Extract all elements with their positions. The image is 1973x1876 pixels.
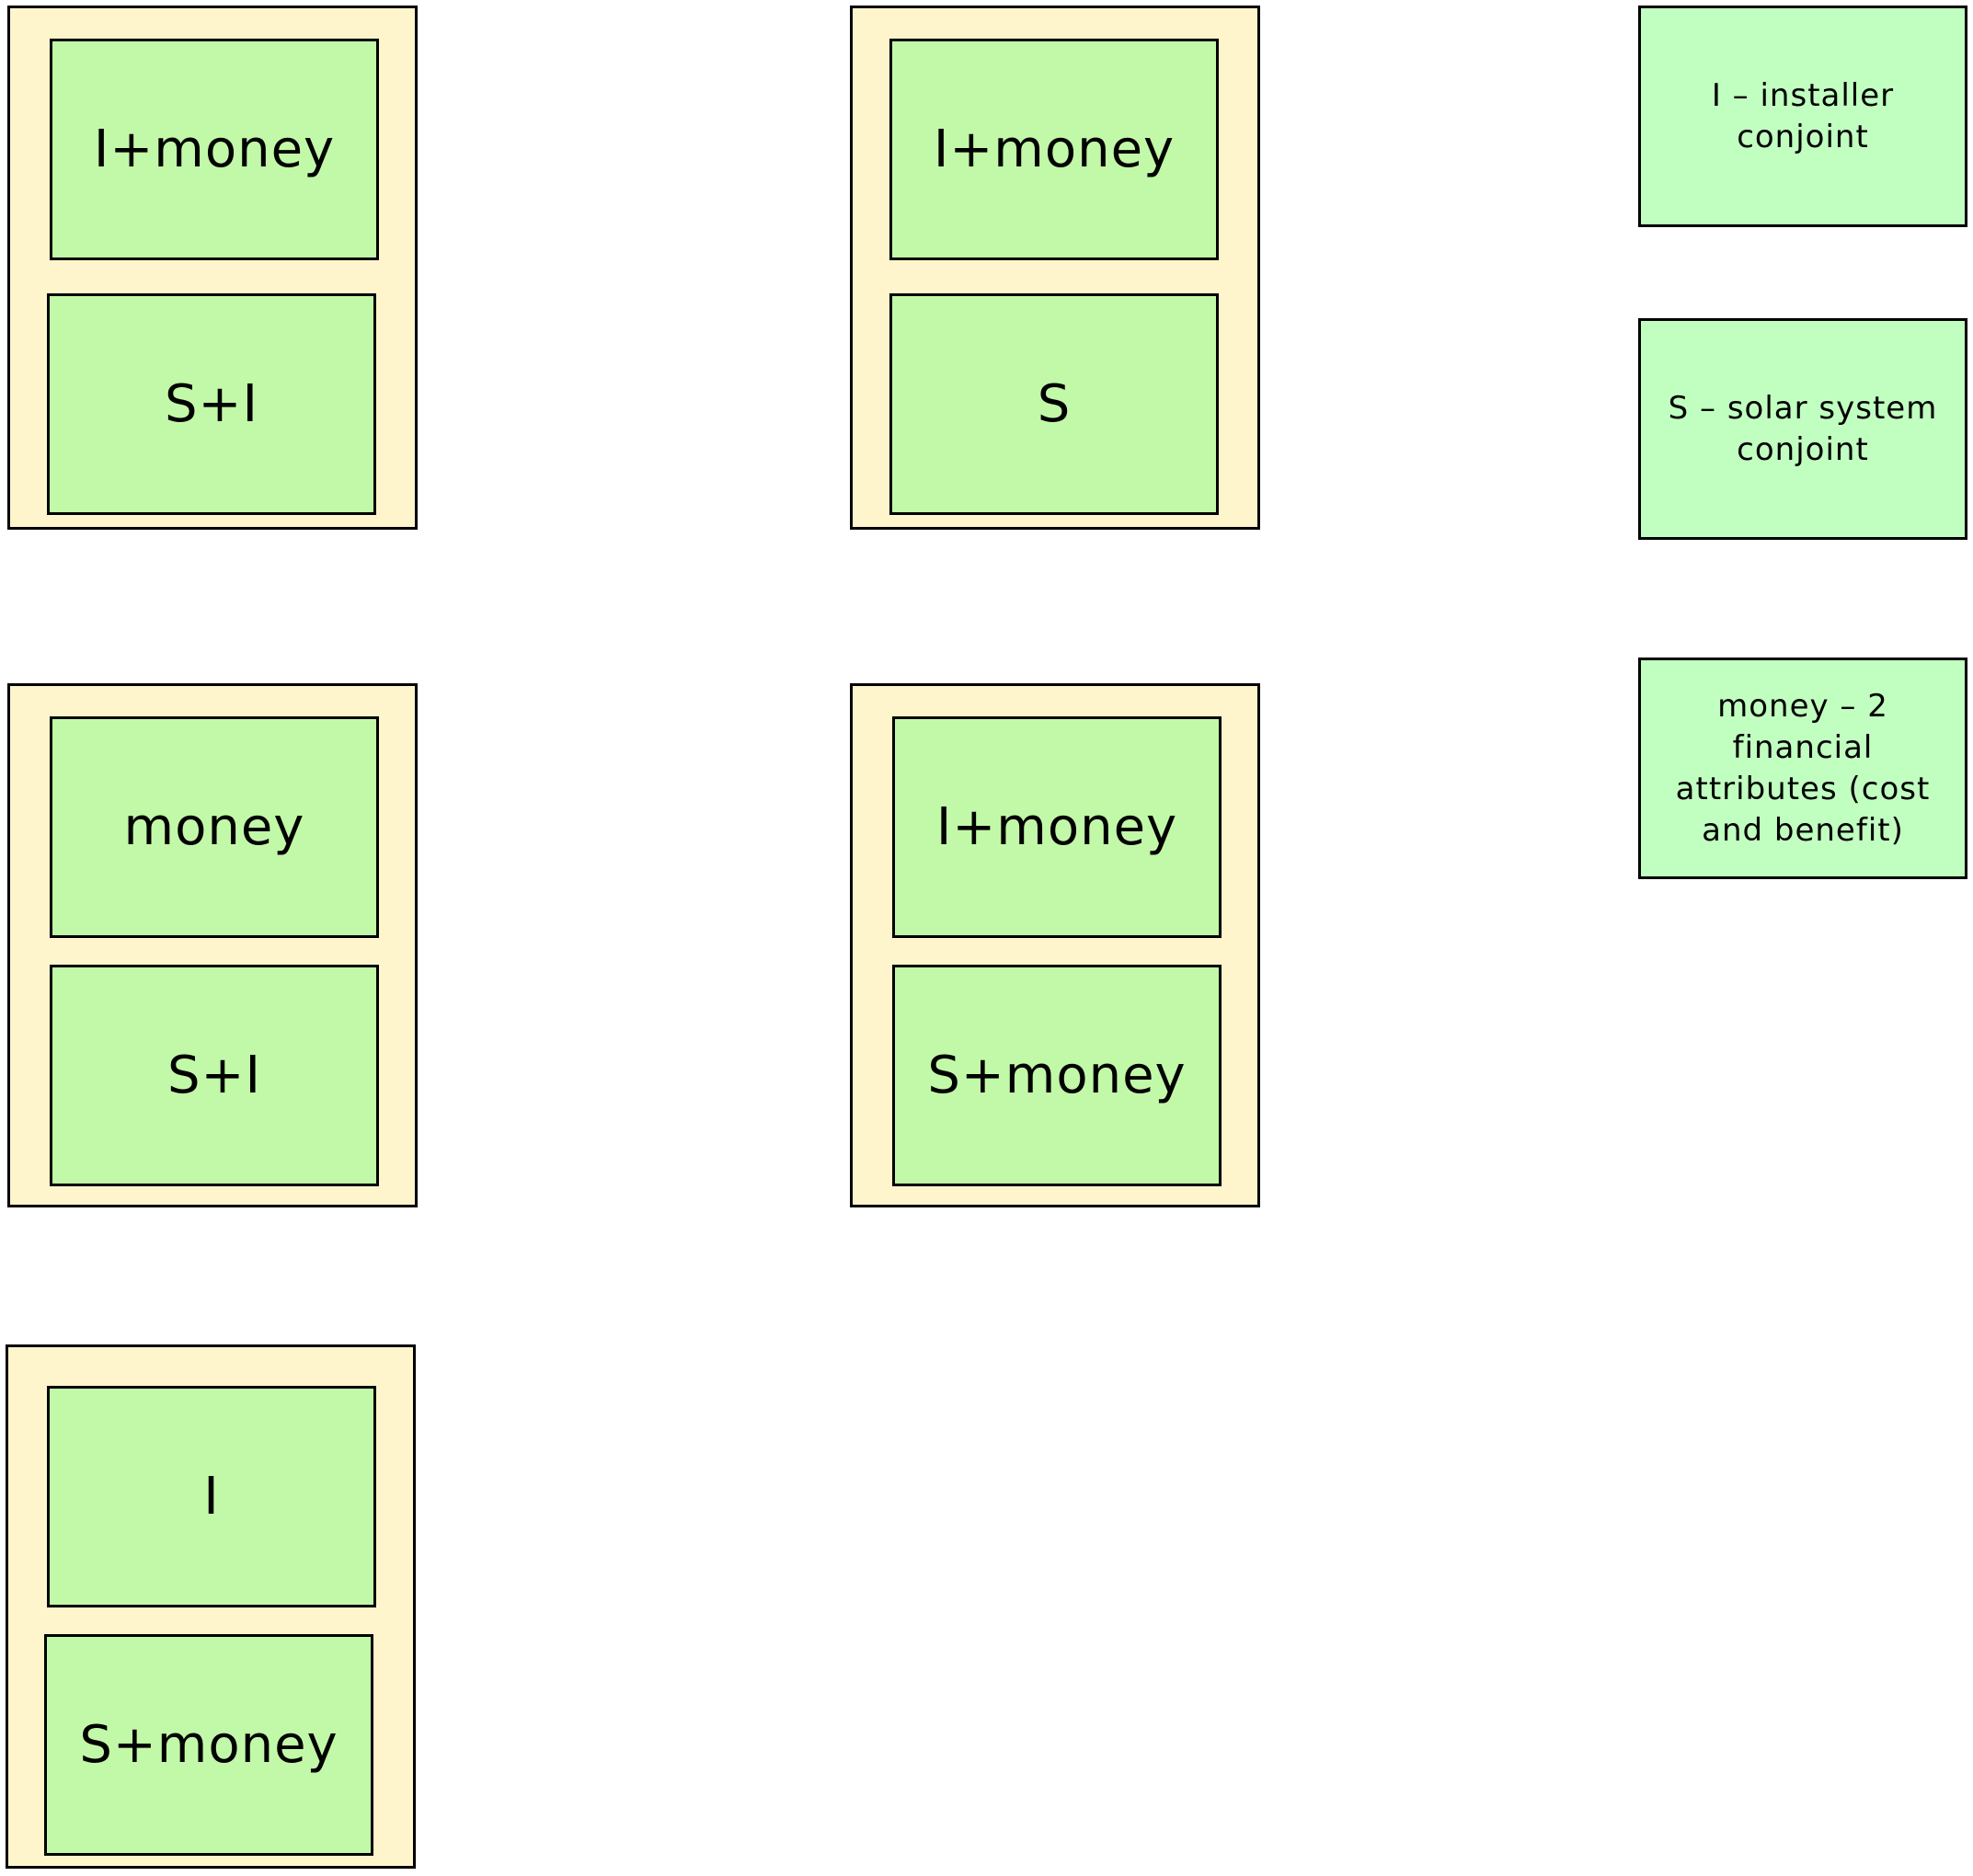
bundle-group-2: I+money S [850, 6, 1260, 530]
bundle-group-3: money S+I [7, 683, 418, 1207]
bundle-group-2-bottom-box: S [889, 293, 1219, 515]
bundle-group-3-bottom-box: S+I [50, 965, 379, 1186]
bundle-group-2-top-box: I+money [889, 39, 1219, 260]
bundle-group-3-top-box: money [50, 716, 379, 938]
bundle-group-1-top-box: I+money [50, 39, 379, 260]
bundle-group-4: I+money S+money [850, 683, 1260, 1207]
legend-installer: I – installer conjoint [1638, 6, 1967, 227]
legend-money: money – 2 financial attributes (cost and… [1638, 658, 1967, 879]
bundle-group-5-bottom-box: S+money [44, 1634, 373, 1856]
bundle-group-4-top-box: I+money [892, 716, 1222, 938]
legend-solar-system: S – solar system conjoint [1638, 318, 1967, 540]
bundle-group-5: I S+money [6, 1344, 416, 1869]
bundle-group-1: I+money S+I [7, 6, 418, 530]
bundle-group-5-top-box: I [47, 1386, 376, 1607]
bundle-group-1-bottom-box: S+I [47, 293, 376, 515]
bundle-group-4-bottom-box: S+money [892, 965, 1222, 1186]
